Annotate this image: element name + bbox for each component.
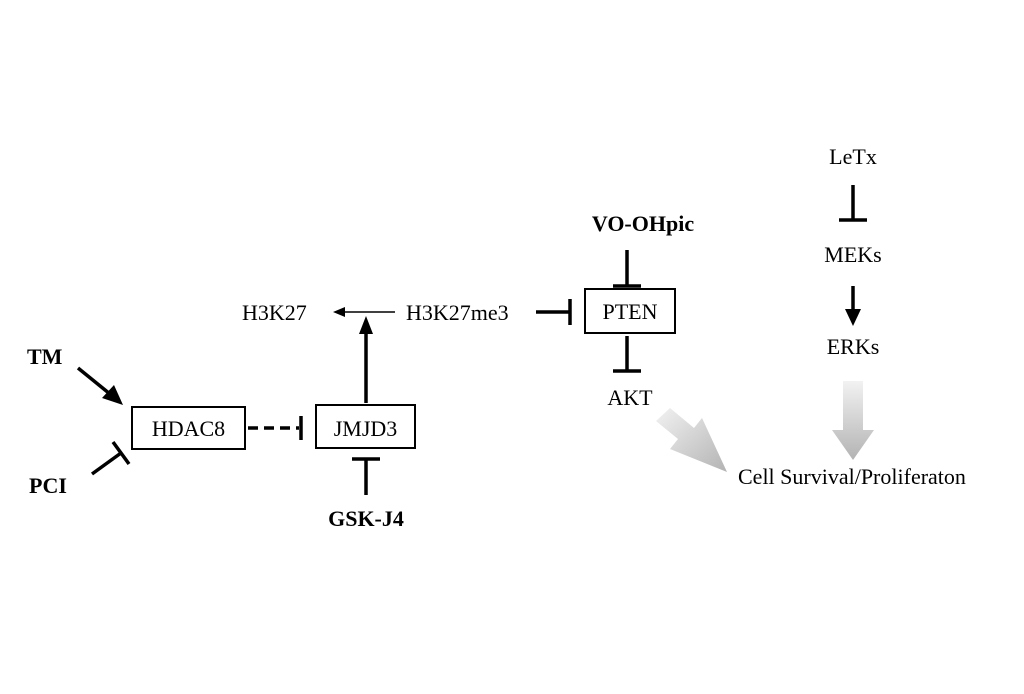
meks-erks-arrow	[845, 286, 861, 326]
pci-label: PCI	[29, 473, 67, 498]
pten-label: PTEN	[603, 299, 658, 324]
h3k27-label: H3K27	[242, 300, 307, 325]
tm-label: TM	[27, 344, 63, 369]
vo-ohpic-label: VO-OHpic	[592, 211, 694, 236]
gsk-j4-label: GSK-J4	[328, 506, 404, 531]
jmjd3-label: JMJD3	[334, 416, 398, 441]
hdac8-box	[131, 406, 246, 450]
jmjd3-box	[315, 404, 416, 449]
h3k27me3-label: H3K27me3	[406, 300, 509, 325]
pten-akt-inhibition	[613, 336, 641, 373]
jmjd3-up-arrow	[359, 316, 373, 403]
hdac8-jmjd3-dashed-inhibition	[248, 416, 303, 440]
meks-label: MEKs	[824, 242, 881, 267]
akt-survival-gradient-arrow	[656, 408, 727, 472]
erks-survival-gradient-arrow	[832, 381, 874, 460]
pten-box	[584, 288, 676, 334]
tm-activation-arrow	[76, 366, 123, 405]
h3k27me3-to-h3k27-arrow	[333, 307, 395, 317]
vo-ohpic-pten-inhibition	[613, 250, 641, 288]
letx-meks-inhibition	[839, 185, 867, 222]
letx-label: LeTx	[829, 144, 877, 169]
hdac8-label: HDAC8	[152, 416, 225, 441]
cell-survival-label: Cell Survival/Proliferaton	[738, 464, 966, 489]
pci-inhibition-line	[90, 440, 131, 476]
akt-label: AKT	[607, 385, 653, 410]
h3k27me3-pten-inhibition	[536, 299, 572, 325]
erks-label: ERKs	[827, 334, 880, 359]
gskj4-inhibition-line	[352, 457, 380, 495]
